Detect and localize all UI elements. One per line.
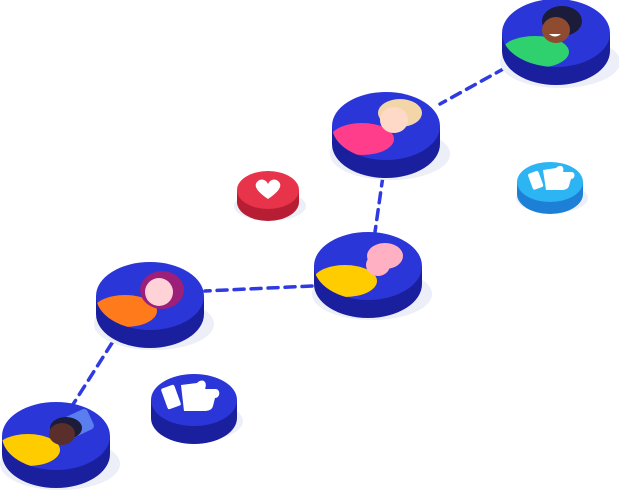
user-node-4: [94, 262, 214, 350]
like-token-light: [516, 162, 588, 214]
connector-line: [203, 284, 314, 293]
avatar-body: [314, 265, 377, 297]
avatar-body: [332, 123, 394, 155]
like-token-dark: [151, 374, 243, 444]
connector-line: [438, 66, 507, 106]
user-node-1: [500, 0, 619, 88]
avatar-face: [542, 17, 570, 43]
avatar-face: [49, 423, 75, 445]
user-node-3: [312, 232, 432, 320]
heart-token: [234, 171, 306, 221]
user-node-2: [330, 92, 450, 180]
connector-line: [373, 174, 385, 234]
heart-icon: [255, 179, 281, 199]
thumbs-up-icon: [161, 380, 220, 411]
connector-line: [70, 341, 114, 408]
avatar-face: [380, 107, 408, 133]
user-node-5: [0, 402, 120, 490]
thumbs-up-icon: [528, 165, 575, 190]
connector-lines: [70, 66, 507, 408]
avatar-face: [366, 254, 390, 276]
avatar-mouth: [549, 34, 561, 37]
avatar-face: [145, 278, 173, 306]
